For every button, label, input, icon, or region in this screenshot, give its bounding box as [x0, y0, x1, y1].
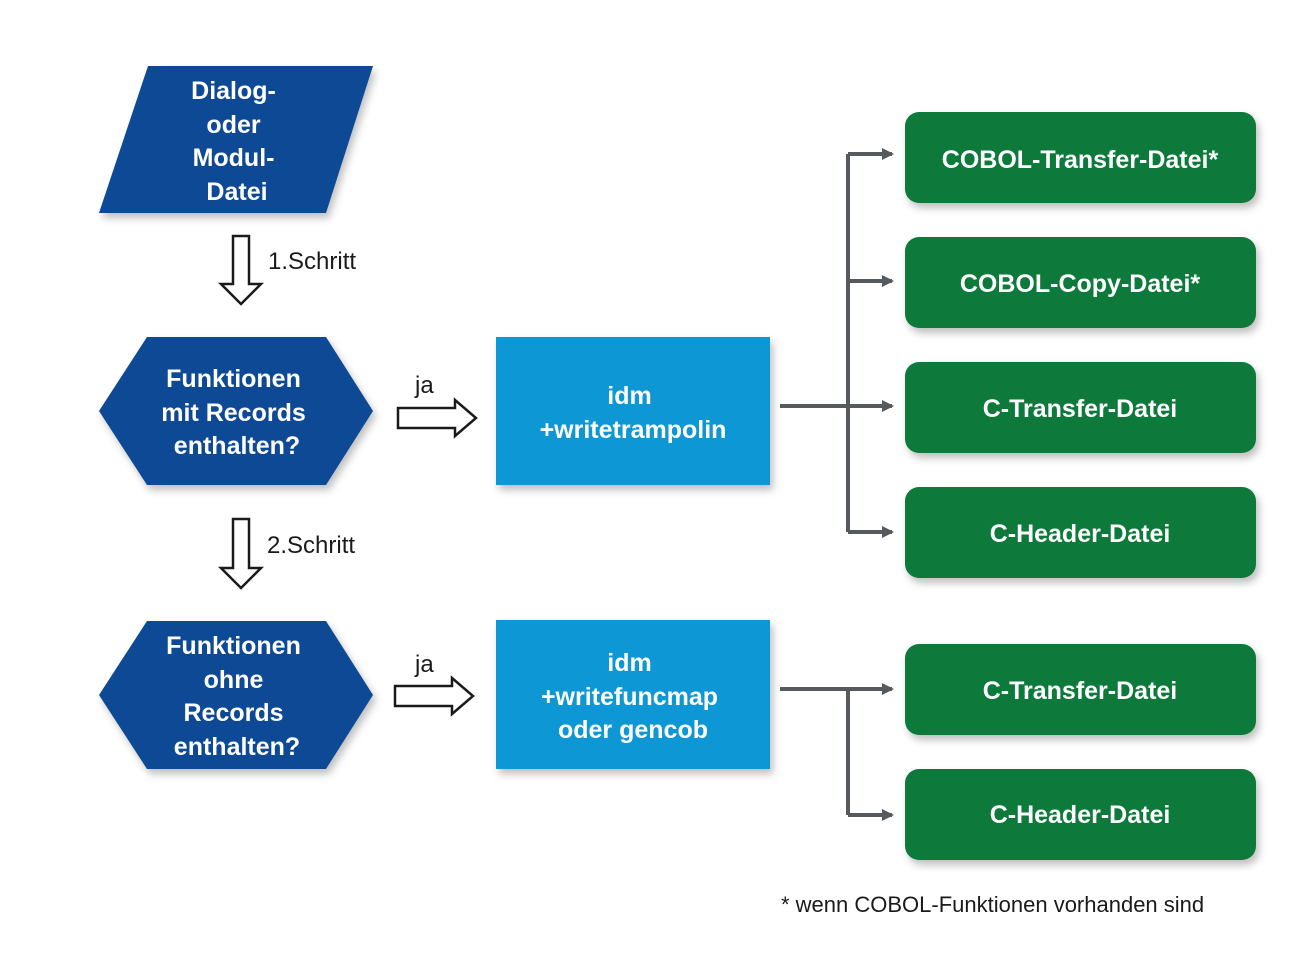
- process1-line-2: +writetrampolin: [540, 416, 727, 444]
- start-line-4: Datei: [206, 178, 267, 206]
- output1-label-3: C-Transfer-Datei: [983, 395, 1178, 423]
- output2-node-2: C-Header-Datei: [905, 769, 1256, 860]
- connectors-group-2: [780, 683, 894, 821]
- start-line-2: oder: [206, 111, 260, 139]
- step2-label: 2.Schritt: [267, 532, 355, 559]
- decision1-line-2: mit Records: [161, 399, 305, 427]
- output2-node-1: C-Transfer-Datei: [905, 644, 1256, 735]
- svg-text:Dialog- oder Modul: Dialog- oder Modul- Datei: [191, 77, 283, 206]
- decision2-node: Funktionen ohne Records enthalten?: [99, 621, 373, 769]
- svg-text:Funktionen ohne Re: Funktionen ohne Records enthalten?: [166, 632, 308, 761]
- footnote: * wenn COBOL-Funktionen vorhanden sind: [781, 892, 1204, 917]
- decision2-line-4: enthalten?: [174, 733, 300, 761]
- decision2-line-3: Records: [184, 699, 284, 727]
- output2-label-1: C-Transfer-Datei: [983, 677, 1178, 705]
- decision2-line-2: ohne: [204, 666, 264, 694]
- process2-node: idm +writefuncmap oder gencob: [496, 620, 770, 769]
- process2-line-3: oder gencob: [558, 716, 708, 744]
- decision1-line-1: Funktionen: [166, 365, 301, 393]
- process1-line-1: idm: [607, 382, 651, 410]
- yes1-label: ja: [414, 372, 434, 399]
- step1-label: 1.Schritt: [268, 248, 356, 275]
- output1-node-3: C-Transfer-Datei: [905, 362, 1256, 453]
- yes1-arrow: ja: [396, 372, 478, 439]
- svg-text:idm +writetrampolin: idm +writetrampolin: [540, 382, 727, 444]
- output1-label-4: C-Header-Datei: [990, 520, 1171, 548]
- yes2-label: ja: [414, 651, 434, 678]
- process1-node: idm +writetrampolin: [496, 337, 770, 485]
- process2-line-1: idm: [607, 649, 651, 677]
- output1-label-2: COBOL-Copy-Datei*: [960, 270, 1201, 298]
- yes2-arrow: ja: [393, 651, 475, 717]
- svg-text:Funktionen mit Records: Funktionen mit Records enthalten?: [161, 365, 312, 460]
- output1-node-2: COBOL-Copy-Datei*: [905, 237, 1256, 328]
- start-node: Dialog- oder Modul- Datei: [99, 66, 373, 213]
- decision1-node: Funktionen mit Records enthalten?: [99, 337, 373, 485]
- svg-text:idm +writefuncmap: idm +writefuncmap oder gencob: [541, 649, 725, 744]
- decision2-line-1: Funktionen: [166, 632, 301, 660]
- connectors-group-1: [780, 148, 894, 538]
- step2-arrow: 2.Schritt: [217, 517, 355, 590]
- output1-label-1: COBOL-Transfer-Datei*: [942, 146, 1219, 174]
- output2-label-2: C-Header-Datei: [990, 801, 1171, 829]
- output1-node-1: COBOL-Transfer-Datei*: [905, 112, 1256, 203]
- decision1-line-3: enthalten?: [174, 432, 300, 460]
- step1-arrow: 1.Schritt: [217, 234, 356, 306]
- output1-node-4: C-Header-Datei: [905, 487, 1256, 578]
- start-line-1: Dialog-: [191, 77, 276, 105]
- process2-line-2: +writefuncmap: [541, 683, 718, 711]
- start-line-3: Modul-: [193, 144, 275, 172]
